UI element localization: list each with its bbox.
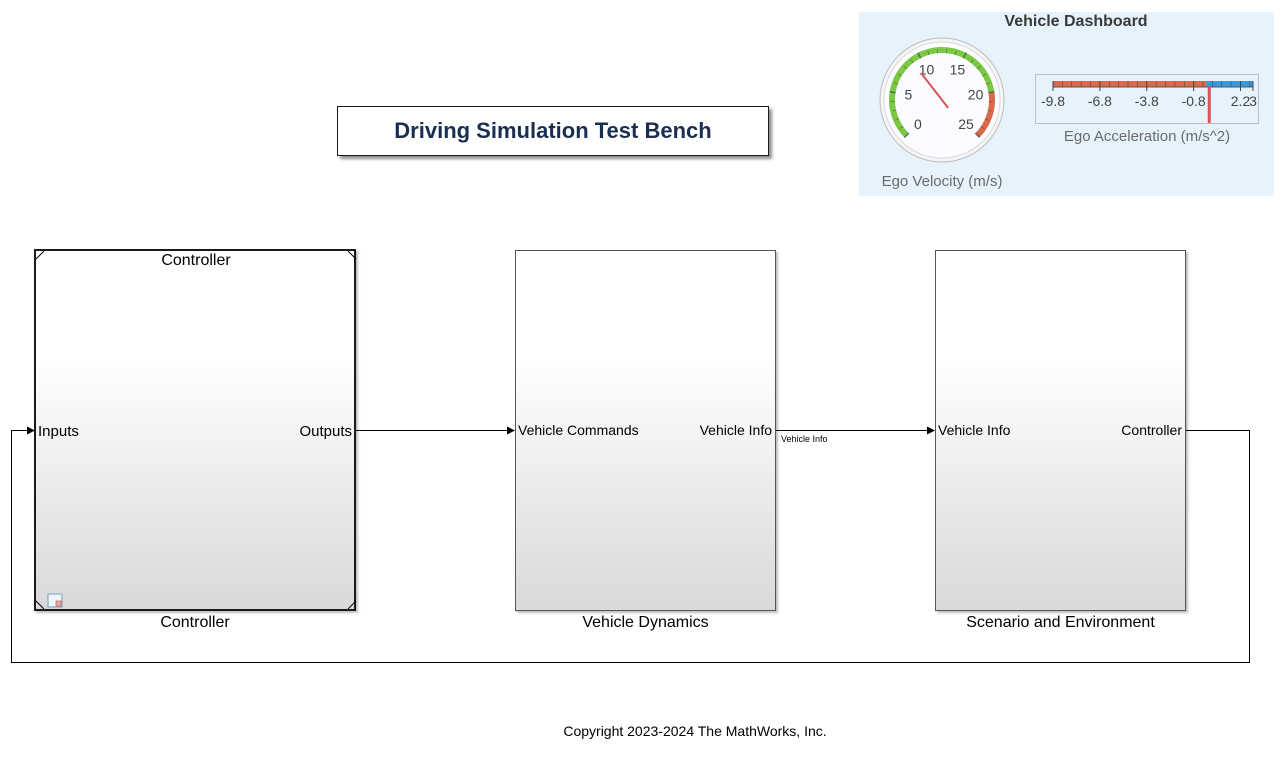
acceleration-negative-band [1053, 81, 1207, 87]
vehicle-dynamics-block[interactable]: Vehicle Commands Vehicle Info [515, 250, 776, 611]
velocity-tick [986, 82, 991, 85]
acceleration-tick-labels: -9.8 -6.8 -3.8 -0.8 2.23 [1041, 93, 1257, 109]
velocity-tick-label: 0 [914, 116, 922, 132]
velocity-tick-label: 20 [968, 87, 984, 103]
velocity-tick [980, 126, 985, 129]
acceleration-tick-label: 2.2 [1231, 93, 1251, 109]
acceleration-tick-label: -0.8 [1182, 93, 1206, 109]
scenario-environment-block[interactable]: Vehicle Info Controller [935, 250, 1186, 611]
controller-port-inputs[interactable]: Inputs [38, 423, 79, 440]
acceleration-tick-label: 3 [1249, 93, 1257, 109]
velocity-tick [910, 59, 914, 64]
velocity-tick [899, 126, 904, 129]
acceleration-tick-label: -9.8 [1041, 93, 1065, 109]
acceleration-tick-marks [1052, 81, 1254, 91]
velocity-tick [889, 91, 896, 94]
velocity-tick [903, 66, 907, 70]
velocity-tick [977, 66, 981, 70]
velocity-tick [987, 109, 992, 112]
page-title[interactable]: Driving Simulation Test Bench [337, 106, 769, 156]
copyright-notice: Copyright 2023-2024 The MathWorks, Inc. [563, 723, 827, 739]
model-reference-icon [47, 593, 63, 608]
velocity-tick-label: 5 [905, 87, 913, 103]
acceleration-positive-band [1206, 81, 1253, 87]
scenario-port-controller[interactable]: Controller [1121, 422, 1182, 438]
velocity-tick-marks [889, 49, 995, 138]
velocity-needle [920, 72, 949, 109]
velocity-tick [985, 118, 989, 121]
vehicle-dynamics-block-name[interactable]: Vehicle Dynamics [582, 614, 709, 631]
velocity-tick [892, 109, 897, 112]
dynamics-port-vehicle-commands[interactable]: Vehicle Commands [518, 422, 639, 438]
controller-block[interactable]: Controller Inputs Outputs [34, 249, 357, 611]
acceleration-scale-bar [1053, 81, 1253, 88]
velocity-gauge-label: Ego Velocity (m/s) [881, 173, 1003, 190]
velocity-tick [917, 52, 922, 59]
velocity-tick [962, 52, 967, 59]
velocity-tick [954, 50, 957, 55]
velocity-tick [988, 91, 995, 94]
velocity-tick [893, 82, 898, 85]
acceleration-tick-label: -6.8 [1088, 93, 1112, 109]
acceleration-gauge-label: Ego Acceleration (m/s^2) [1063, 128, 1231, 145]
selection-corner-marks [36, 251, 357, 610]
velocity-tick [904, 132, 910, 138]
acceleration-gauge-frame [1035, 74, 1259, 124]
velocity-tick-label: 25 [958, 116, 974, 132]
velocity-tick [895, 118, 899, 121]
controller-port-outputs[interactable]: Outputs [299, 423, 352, 440]
scenario-environment-block-name[interactable]: Scenario and Environment [966, 614, 1155, 631]
signal-label-vehicle-info[interactable]: Vehicle Info [781, 434, 828, 444]
velocity-tick [974, 132, 980, 138]
velocity-tick-label: 15 [950, 62, 966, 78]
dynamics-port-vehicle-info[interactable]: Vehicle Info [699, 422, 772, 438]
acceleration-gauge[interactable]: -9.8 -6.8 -3.8 -0.8 2.23 [1041, 81, 1257, 124]
controller-block-title: Controller [161, 252, 231, 269]
scenario-port-vehicle-info[interactable]: Vehicle Info [938, 422, 1011, 438]
acceleration-tick-label: -3.8 [1135, 93, 1159, 109]
velocity-tick [982, 73, 987, 77]
dashboard-title: Vehicle Dashboard [1004, 13, 1148, 30]
velocity-tick-label: 10 [919, 62, 935, 78]
acceleration-needle [1207, 86, 1211, 124]
velocity-red-arc [975, 91, 995, 138]
velocity-tick [897, 73, 902, 77]
controller-block-name[interactable]: Controller [160, 614, 230, 631]
velocity-tick [927, 50, 930, 55]
velocity-tick [970, 59, 974, 64]
